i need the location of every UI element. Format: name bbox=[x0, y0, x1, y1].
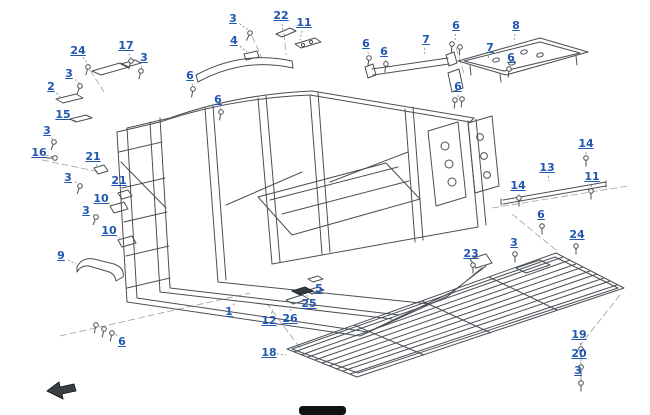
leader-line-6 bbox=[191, 83, 194, 88]
rubber-mount-parts bbox=[290, 286, 315, 296]
part-callout-14[interactable]: 14 bbox=[578, 137, 594, 150]
part-callout-2[interactable]: 2 bbox=[47, 80, 55, 93]
part-callout-24[interactable]: 24 bbox=[569, 228, 585, 241]
part-callout-6[interactable]: 6 bbox=[118, 335, 126, 348]
leader-line-10 bbox=[107, 202, 113, 206]
part-callout-6[interactable]: 6 bbox=[537, 208, 545, 221]
leader-line-2 bbox=[56, 92, 61, 98]
part-callout-3[interactable]: 3 bbox=[510, 236, 518, 249]
part-callout-21[interactable]: 21 bbox=[111, 174, 127, 187]
footer-bar bbox=[299, 406, 346, 415]
leader-line-11 bbox=[299, 30, 303, 41]
leader-line-7 bbox=[423, 47, 426, 56]
part-callout-21[interactable]: 21 bbox=[85, 150, 101, 163]
leader-line-3 bbox=[140, 65, 143, 70]
part-callout-9[interactable]: 9 bbox=[57, 249, 65, 262]
part-callout-6[interactable]: 6 bbox=[507, 51, 515, 64]
leader-line-3 bbox=[92, 214, 96, 217]
part-callout-5[interactable]: 5 bbox=[315, 282, 323, 295]
part-callout-18[interactable]: 18 bbox=[261, 346, 277, 359]
part-callout-19[interactable]: 19 bbox=[571, 328, 587, 341]
leader-line-22 bbox=[281, 23, 284, 32]
leader-line-12 bbox=[271, 308, 274, 314]
leader-line-9 bbox=[67, 259, 77, 265]
part-callout-14[interactable]: 14 bbox=[510, 179, 526, 192]
leader-line-6 bbox=[219, 107, 222, 111]
part-callout-3[interactable]: 3 bbox=[65, 67, 73, 80]
part-callout-17[interactable]: 17 bbox=[118, 39, 134, 52]
leader-line-7 bbox=[487, 55, 489, 60]
leader-line-3 bbox=[580, 378, 582, 381]
leader-line-15 bbox=[70, 118, 77, 122]
leader-line-1 bbox=[232, 300, 237, 306]
part-callout-15[interactable]: 15 bbox=[55, 108, 71, 121]
part-callout-12[interactable]: 12 bbox=[261, 314, 277, 327]
leader-line-17 bbox=[128, 53, 132, 60]
part-callout-1[interactable]: 1 bbox=[225, 305, 233, 318]
part-callout-8[interactable]: 8 bbox=[512, 19, 520, 32]
floor-panel-drawing bbox=[286, 252, 625, 378]
leader-line-6 bbox=[113, 331, 118, 337]
part-callout-6[interactable]: 6 bbox=[452, 19, 460, 32]
leader-line-8 bbox=[513, 33, 516, 41]
part-callout-7[interactable]: 7 bbox=[422, 33, 430, 46]
part-callout-3[interactable]: 3 bbox=[140, 51, 148, 64]
leader-line-18 bbox=[276, 353, 287, 356]
part-callout-25[interactable]: 25 bbox=[301, 297, 317, 310]
part-callout-10[interactable]: 10 bbox=[101, 224, 117, 237]
part-callout-3[interactable]: 3 bbox=[574, 364, 582, 377]
callout-leader-lines bbox=[46, 23, 592, 381]
leader-line-13 bbox=[547, 175, 550, 182]
part-callout-13[interactable]: 13 bbox=[539, 161, 555, 174]
part-callout-26[interactable]: 26 bbox=[282, 312, 298, 325]
part-callout-6[interactable]: 6 bbox=[380, 45, 388, 58]
part-callout-6[interactable]: 6 bbox=[214, 93, 222, 106]
part-callout-11[interactable]: 11 bbox=[296, 16, 312, 29]
part-callout-24[interactable]: 24 bbox=[70, 44, 86, 57]
part-callout-6[interactable]: 6 bbox=[362, 37, 370, 50]
part-callout-3[interactable]: 3 bbox=[64, 171, 72, 184]
part-callout-3[interactable]: 3 bbox=[82, 204, 90, 217]
leader-line-3 bbox=[74, 79, 81, 85]
leader-line-5 bbox=[312, 280, 315, 283]
part-callout-23[interactable]: 23 bbox=[463, 247, 479, 260]
part-callout-3[interactable]: 3 bbox=[43, 124, 51, 137]
direction-arrow-icon bbox=[46, 381, 77, 400]
leader-line-6 bbox=[367, 51, 370, 57]
leader-line-10 bbox=[115, 234, 121, 239]
part-callout-3[interactable]: 3 bbox=[229, 12, 237, 25]
part-callout-4[interactable]: 4 bbox=[230, 34, 238, 47]
part-callout-7[interactable]: 7 bbox=[486, 41, 494, 54]
frame-structure-drawing bbox=[55, 27, 607, 337]
part-callout-22[interactable]: 22 bbox=[273, 9, 289, 22]
leader-line-21 bbox=[95, 164, 98, 167]
leader-line-4 bbox=[239, 45, 248, 53]
leader-line-3 bbox=[74, 181, 80, 185]
part-callout-11[interactable]: 11 bbox=[584, 170, 600, 183]
leader-line-16 bbox=[46, 154, 54, 158]
leader-line-3 bbox=[51, 137, 54, 141]
part-callout-10[interactable]: 10 bbox=[93, 192, 109, 205]
leader-line-24 bbox=[82, 57, 89, 65]
part-callout-20[interactable]: 20 bbox=[571, 347, 587, 360]
part-callout-16[interactable]: 16 bbox=[31, 146, 47, 159]
part-callout-6[interactable]: 6 bbox=[186, 69, 194, 82]
leader-line-6 bbox=[454, 33, 456, 42]
leader-line-19 bbox=[580, 342, 582, 347]
part-callout-6[interactable]: 6 bbox=[454, 80, 462, 93]
